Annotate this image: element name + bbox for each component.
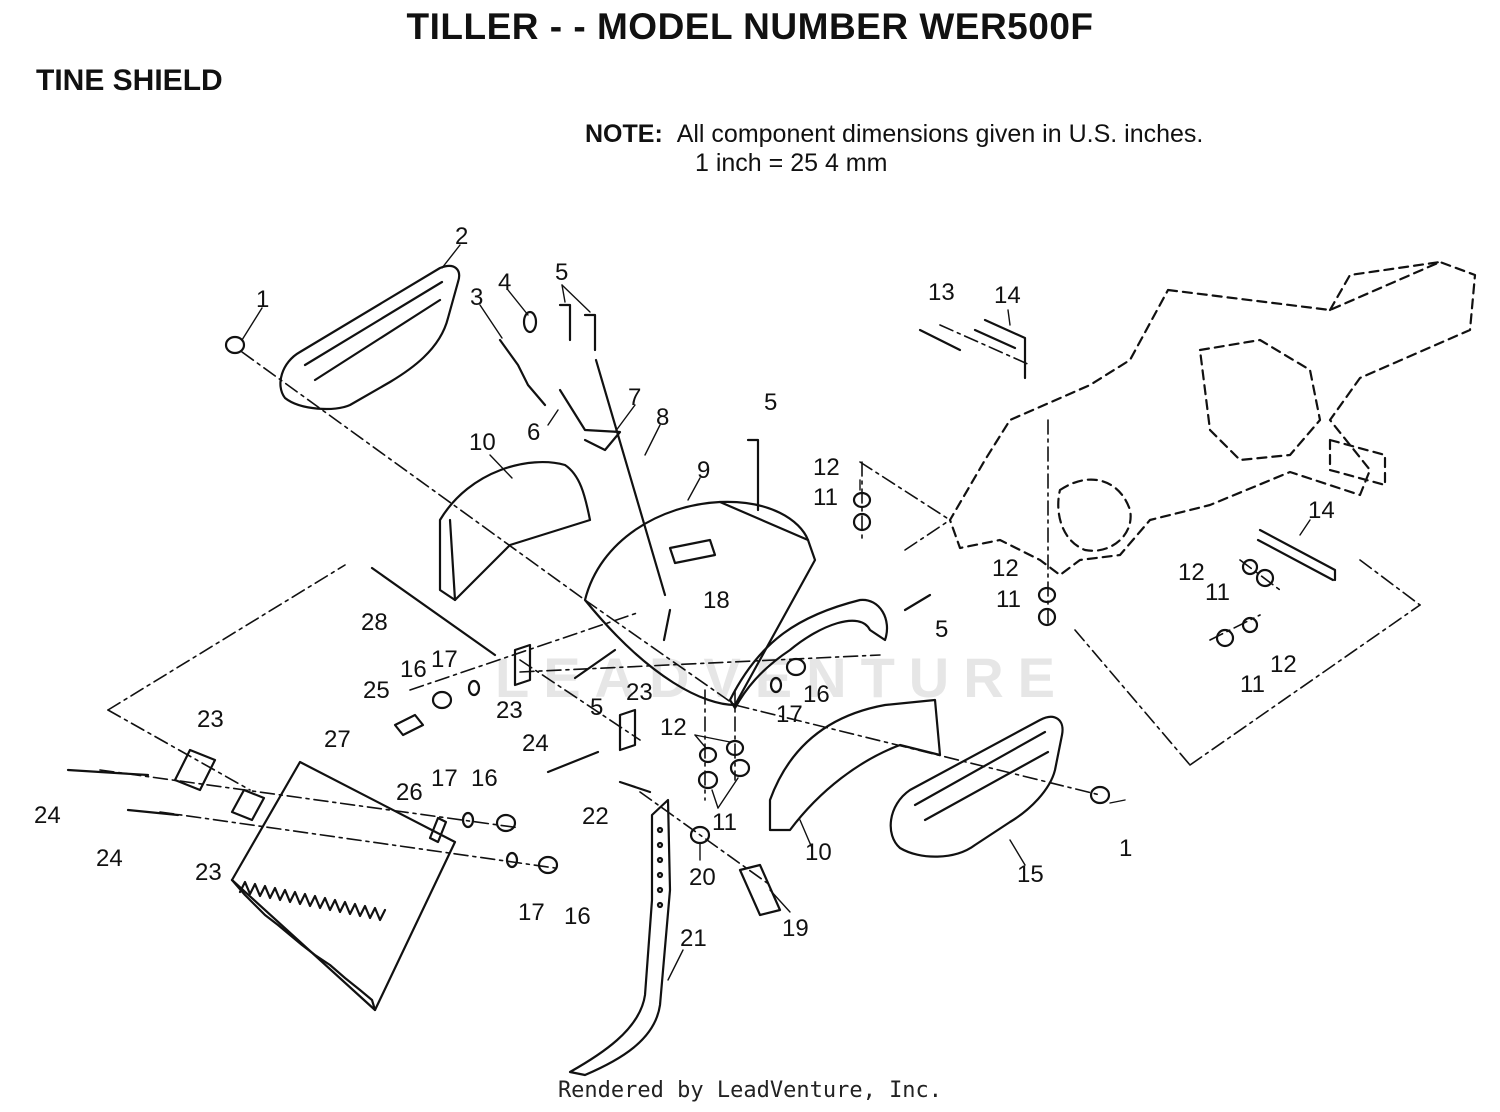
note-line-2: 1 inch = 25 4 mm — [695, 149, 888, 177]
callout-11: 11 — [1205, 579, 1230, 606]
callout-16: 16 — [803, 681, 830, 708]
callout-17: 17 — [518, 899, 545, 926]
callout-11: 11 — [996, 586, 1021, 613]
callout-10: 10 — [469, 429, 496, 456]
callout-5: 5 — [555, 259, 568, 286]
callout-5: 5 — [590, 694, 603, 721]
callout-27: 27 — [324, 726, 351, 753]
callout-24: 24 — [34, 802, 61, 829]
depth-bar — [568, 798, 672, 1077]
callout-4: 4 — [498, 269, 511, 296]
callout-7: 7 — [628, 384, 641, 411]
callout-13: 13 — [928, 279, 955, 306]
callout-11: 11 — [813, 484, 838, 511]
callout-6: 6 — [527, 419, 540, 446]
dimension-note: NOTE: All component dimensions given in … — [585, 120, 1203, 178]
lift-linkage — [498, 338, 667, 597]
callout-22: 22 — [582, 803, 609, 830]
hardware-group — [66, 303, 1337, 917]
callout-1: 1 — [1119, 835, 1132, 862]
callout-19: 19 — [782, 915, 809, 942]
callout-17: 17 — [431, 765, 458, 792]
callout-2: 2 — [455, 223, 468, 250]
callout-5: 5 — [764, 389, 777, 416]
callout-16: 16 — [564, 903, 591, 930]
diagram-title: TILLER - - MODEL NUMBER WER500F — [406, 6, 1094, 47]
callout-17: 17 — [431, 646, 458, 673]
callout-9: 9 — [697, 457, 710, 484]
callout-12: 12 — [992, 555, 1019, 582]
callout-5: 5 — [935, 616, 948, 643]
callout-23: 23 — [197, 706, 224, 733]
callout-24: 24 — [522, 730, 549, 757]
section-title: TINE SHIELD — [36, 64, 223, 97]
callout-1: 1 — [256, 286, 269, 313]
callout-12: 12 — [1178, 559, 1205, 586]
callout-16: 16 — [400, 656, 427, 683]
callout-20: 20 — [689, 864, 716, 891]
callout-11: 11 — [712, 809, 737, 836]
callout-12: 12 — [813, 454, 840, 481]
assembly-lines — [99, 324, 1421, 886]
callout-8: 8 — [656, 404, 669, 431]
note-label: NOTE: — [585, 120, 663, 148]
side-shield-left — [279, 264, 461, 411]
callout-23: 23 — [195, 859, 222, 886]
callout-14: 14 — [1308, 497, 1335, 524]
callout-10: 10 — [805, 839, 832, 866]
callout-11: 11 — [1240, 671, 1265, 698]
tiller-body-outline — [948, 260, 1477, 577]
note-line-1: All component dimensions given in U.S. i… — [676, 120, 1204, 148]
rod — [370, 566, 497, 657]
callout-18: 18 — [703, 587, 730, 614]
footer-credit: Rendered by LeadVenture, Inc. — [557, 1078, 943, 1103]
side-shield-right — [889, 715, 1064, 858]
callout-21: 21 — [680, 925, 707, 952]
callout-12: 12 — [660, 714, 687, 741]
callout-17: 17 — [776, 701, 803, 728]
tine-guard-plate — [230, 760, 457, 1012]
callout-15: 15 — [1017, 861, 1044, 888]
callout-12: 12 — [1270, 651, 1297, 678]
callout-3: 3 — [470, 284, 483, 311]
callout-16: 16 — [471, 765, 498, 792]
callout-26: 26 — [396, 779, 423, 806]
callout-23: 23 — [626, 679, 653, 706]
callout-24: 24 — [96, 845, 123, 872]
callout-25: 25 — [363, 677, 390, 704]
main-tine-shield — [583, 500, 889, 710]
leader-lines — [241, 244, 1311, 981]
callout-14: 14 — [994, 282, 1021, 309]
shield-flap-upper — [438, 461, 592, 602]
callout-23: 23 — [496, 697, 523, 724]
callout-28: 28 — [361, 609, 388, 636]
